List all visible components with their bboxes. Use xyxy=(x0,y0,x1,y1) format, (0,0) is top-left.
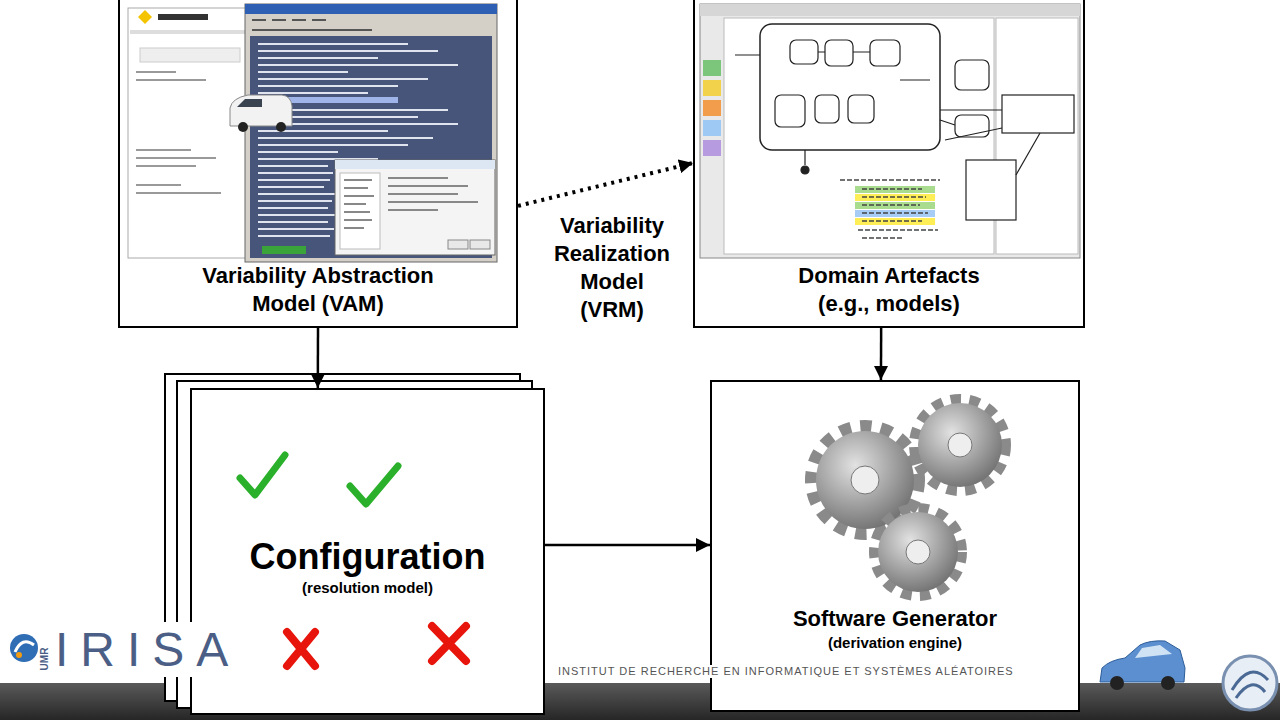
box-title: Configuration xyxy=(250,536,486,578)
drawing-part xyxy=(848,95,874,123)
label-holder: INSTITUT DE RECHERCHE EN INFORMATIQUE ET… xyxy=(555,661,1017,679)
palette-tab xyxy=(703,120,721,136)
van-body xyxy=(230,95,292,126)
drawing-part xyxy=(1100,641,1185,682)
text-group: Domain Artefacts (e.g., models) xyxy=(695,262,1083,318)
drawing-part xyxy=(825,40,853,66)
drawing-part xyxy=(948,433,972,457)
generator-box: Software Generator(derivation engine) xyxy=(710,380,1080,712)
web-lines xyxy=(136,72,221,193)
drawing-part xyxy=(906,540,930,564)
model-editor-screenshot xyxy=(700,4,1080,258)
van-wheel xyxy=(238,122,248,132)
drawing-part xyxy=(775,95,805,127)
text-group: Software Generator(derivation engine) xyxy=(712,605,1078,652)
class-diagram xyxy=(940,95,1074,220)
drawing-part xyxy=(1135,645,1172,658)
drawing-part xyxy=(790,40,818,64)
check-mark xyxy=(240,455,285,495)
brand-logo xyxy=(138,10,152,24)
logo-caption: UMR xyxy=(39,645,51,674)
text-group: Variability Abstraction Model (VAM) xyxy=(120,262,516,318)
drawing-part xyxy=(1223,656,1277,710)
vam-box: Variability Abstraction Model (VAM) xyxy=(118,0,518,328)
code-lines xyxy=(840,180,940,238)
box-subtitle: (resolution model) xyxy=(302,578,433,597)
van-window xyxy=(237,99,262,107)
editor-toolbar xyxy=(700,4,1080,16)
terminal-window xyxy=(245,4,497,262)
edge-label: Variability Realization Model (VRM) xyxy=(548,212,676,324)
irisa-swirl xyxy=(16,652,22,658)
logo-text: IRISA xyxy=(52,622,243,677)
label-holder: IRISA xyxy=(52,622,243,677)
dialog-button xyxy=(470,240,490,249)
box-title: Software Generator xyxy=(793,605,997,633)
gears-icon xyxy=(813,401,1004,594)
cross-mark xyxy=(287,632,315,666)
drawing-part xyxy=(1002,95,1074,133)
web-page xyxy=(128,8,253,258)
irisa-swirl xyxy=(15,642,34,652)
drawing-part xyxy=(1232,672,1268,698)
drawing-part xyxy=(876,510,960,594)
terminal-button xyxy=(262,246,306,254)
terminal-menu xyxy=(252,20,372,30)
flow-arrow xyxy=(545,544,710,547)
drawing-part xyxy=(955,115,989,137)
drawing-part xyxy=(1161,676,1175,690)
drawing-part xyxy=(851,466,879,494)
box-title: Variability Abstraction Model (VAM) xyxy=(178,262,458,318)
artefacts-box: Domain Artefacts (e.g., models) xyxy=(693,0,1085,328)
generator-fill xyxy=(710,380,1080,712)
editor-window xyxy=(700,4,1080,258)
flow-arrow xyxy=(880,328,883,380)
drawing-part xyxy=(878,512,958,592)
web-tabs xyxy=(140,48,240,62)
palette-tab xyxy=(703,80,721,96)
flow-arrow xyxy=(317,328,320,388)
palette-tab xyxy=(703,100,721,116)
drawing-part xyxy=(916,401,1004,489)
drawing-part xyxy=(918,403,1002,487)
statechart-outer xyxy=(760,24,940,150)
cross-mark xyxy=(432,626,466,661)
drawing-part xyxy=(870,40,900,66)
van-wheel xyxy=(276,122,286,132)
dialog-titlebar xyxy=(335,160,495,169)
dialog-window xyxy=(335,160,495,255)
check-mark xyxy=(350,466,398,504)
institute-name: INSTITUT DE RECHERCHE EN INFORMATIQUE ET… xyxy=(555,665,1017,678)
drawing-part xyxy=(1110,676,1124,690)
editor-canvas xyxy=(724,18,994,254)
statechart-states xyxy=(735,40,989,174)
drawing-part xyxy=(816,431,914,529)
terminal-titlebar xyxy=(245,4,497,14)
dotted-arrow xyxy=(518,163,693,206)
text-group: Configuration(resolution model) xyxy=(192,536,543,597)
drawing-part xyxy=(735,52,955,165)
car-icon xyxy=(1100,641,1185,690)
drawing-part xyxy=(801,166,809,174)
drawing-part xyxy=(815,95,839,123)
web-nav xyxy=(130,30,251,34)
dialog-button xyxy=(448,240,468,249)
web-header xyxy=(158,14,208,20)
box-title: Domain Artefacts (e.g., models) xyxy=(789,262,989,318)
vam-screenshots xyxy=(128,4,497,262)
box-subtitle: (derivation engine) xyxy=(828,633,962,652)
drawing-part xyxy=(966,160,1016,220)
drawing-part xyxy=(955,60,989,90)
dialog-lines xyxy=(344,178,478,228)
palette-tab xyxy=(703,140,721,156)
label-holder: UMR xyxy=(34,644,52,674)
institute-logo xyxy=(1223,656,1277,710)
irisa-swirl xyxy=(10,634,38,662)
palette-tab xyxy=(703,60,721,76)
drawing-part xyxy=(940,110,1040,175)
